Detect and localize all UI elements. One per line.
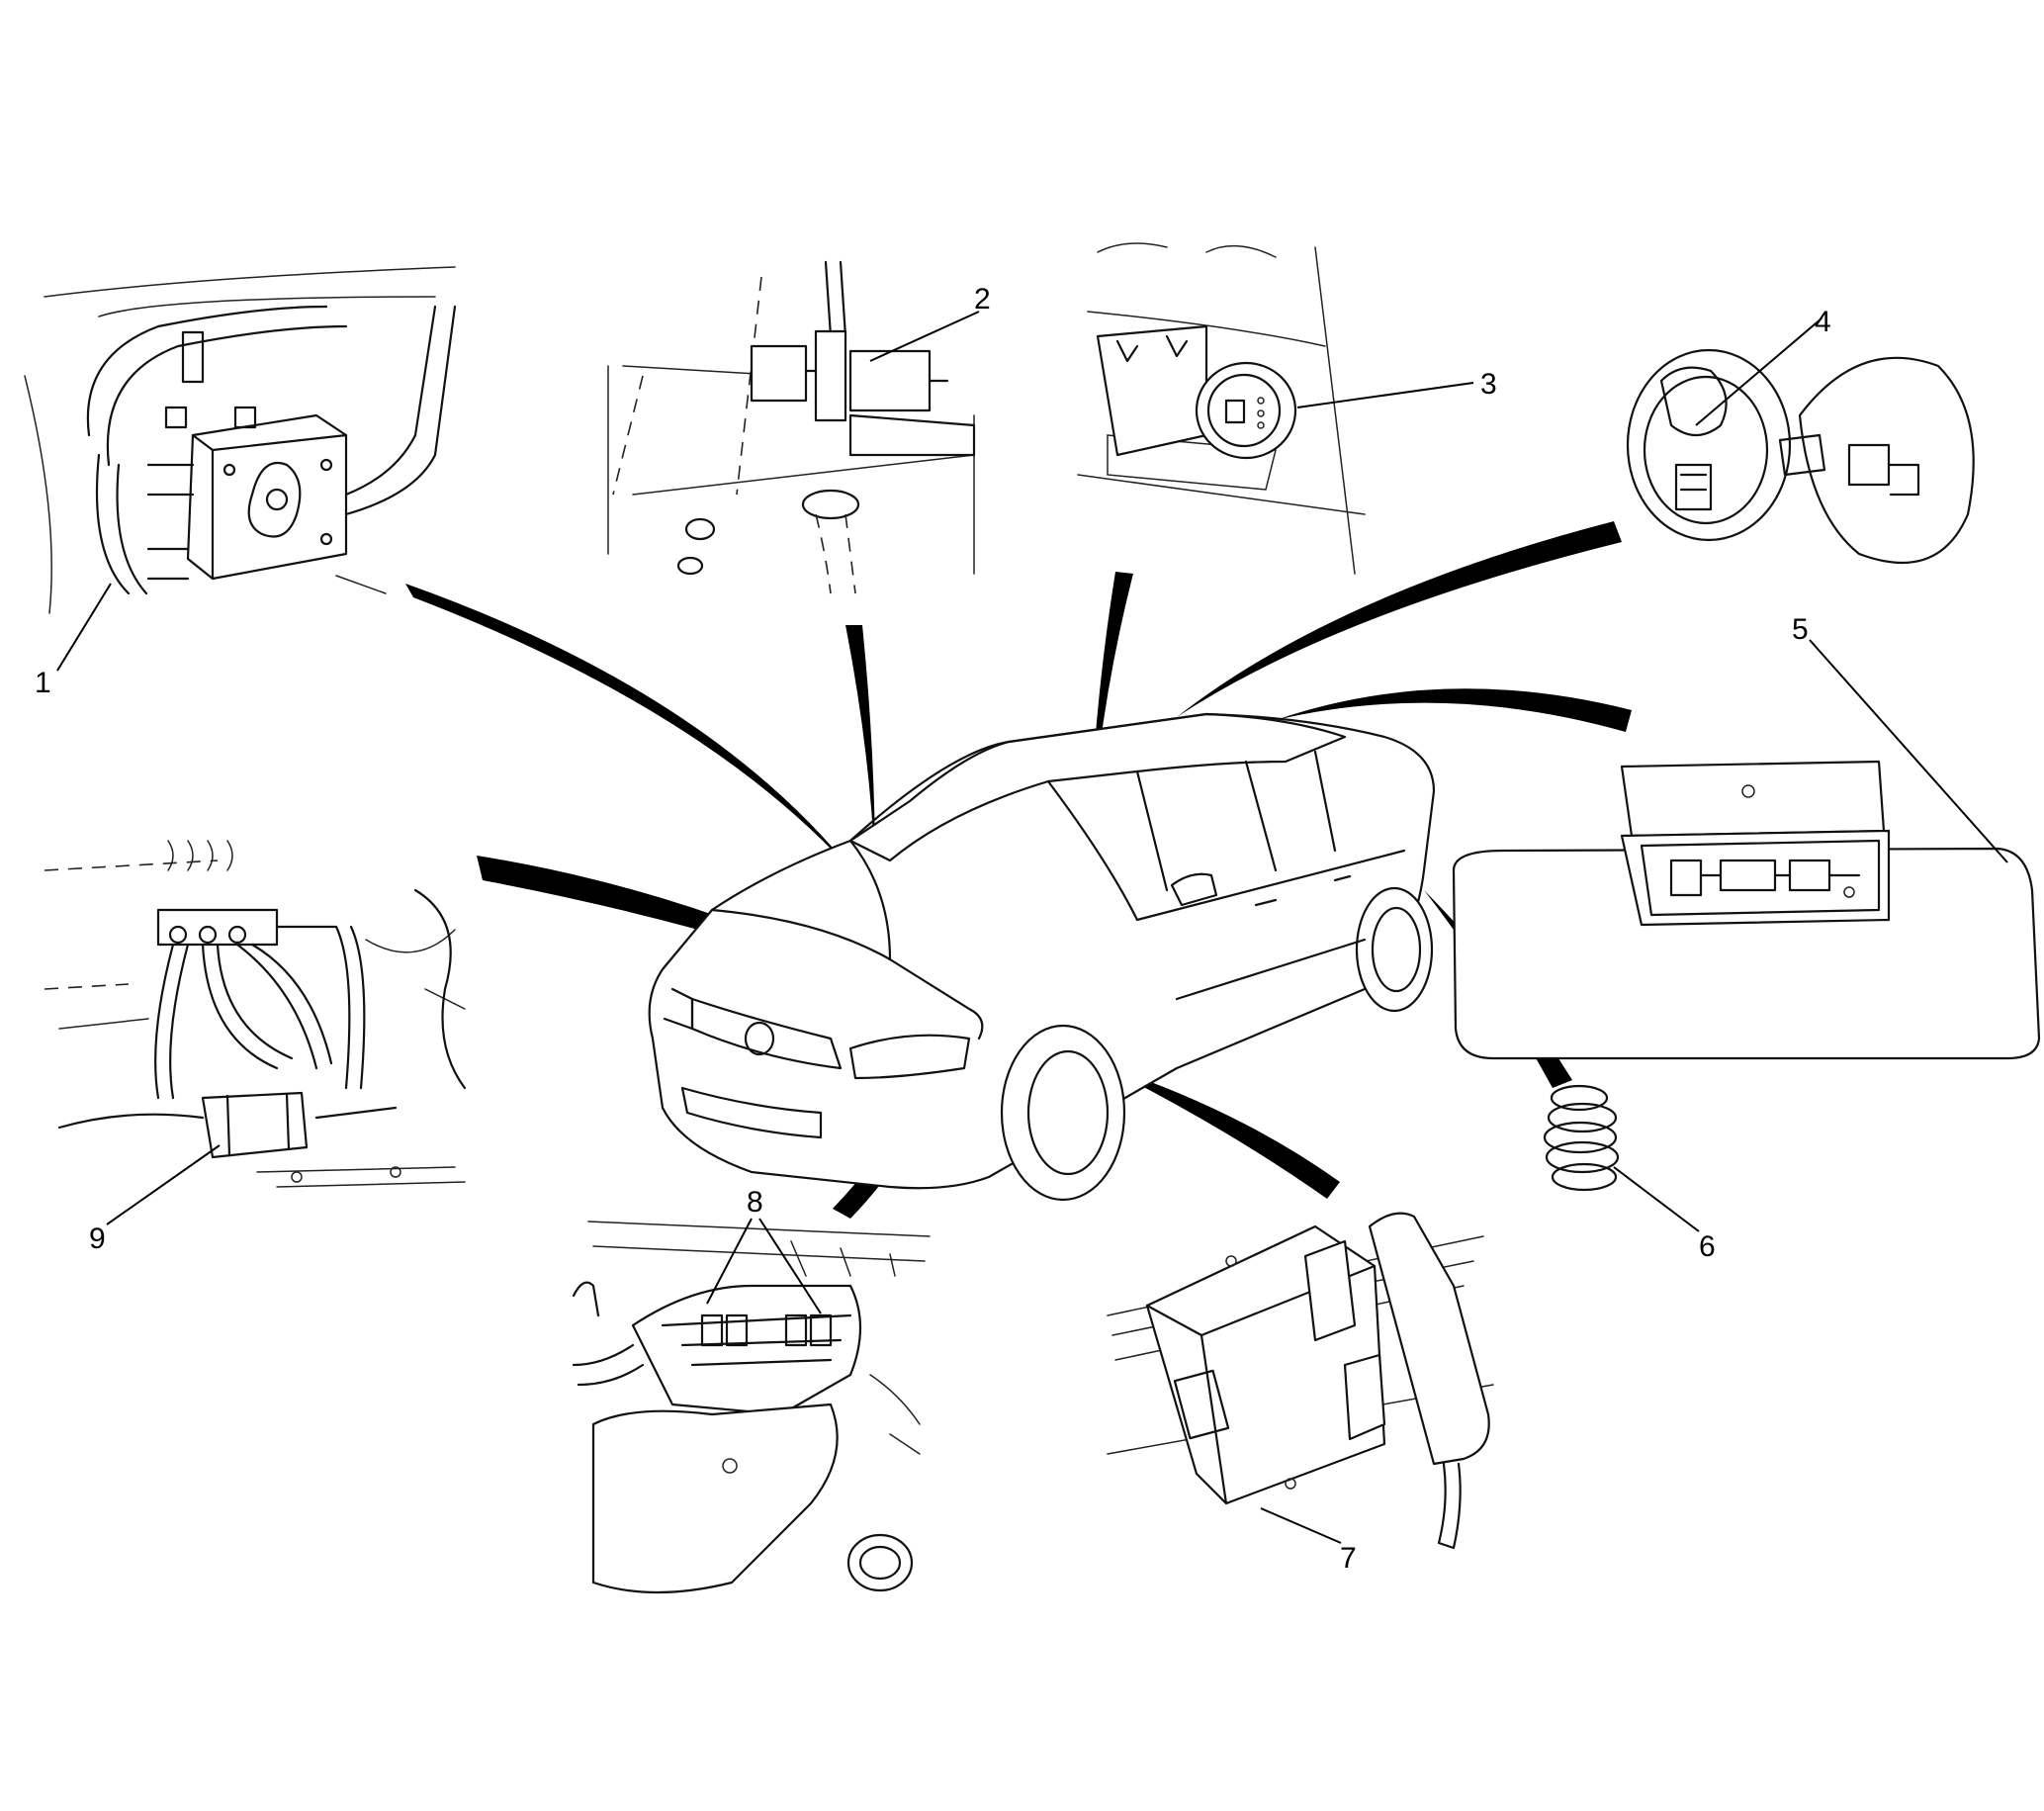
leader-lines: [56, 311, 2008, 1544]
leader-7: [1260, 1507, 1342, 1544]
wedge-to-panel-7: [1098, 1063, 1340, 1199]
callout-9: 9: [89, 1222, 106, 1255]
callout-7: 7: [1340, 1542, 1357, 1575]
callout-3: 3: [1480, 368, 1497, 401]
wedge-to-panel-3: [1088, 572, 1133, 870]
leader-2: [869, 311, 980, 362]
leader-8a: [706, 1218, 753, 1305]
leader-9: [106, 1144, 221, 1225]
leader-8b: [758, 1218, 822, 1314]
panel-3-switch: [1077, 242, 1366, 575]
wedge-to-panel-4: [1177, 521, 1622, 717]
callout-1: 1: [35, 667, 51, 699]
wedge-to-panel-9: [477, 856, 890, 989]
panel-6-spring: [1543, 1084, 1620, 1192]
panel-9-filter: [44, 840, 467, 1188]
leader-4: [1695, 317, 1822, 426]
panel-4-fill-door: [1626, 348, 1975, 565]
wedge-to-panel-1: [405, 584, 858, 878]
panel-7-control-module: [1107, 1212, 1494, 1550]
panel-5-tank: [1452, 760, 2041, 1060]
panel-1-module: [24, 266, 457, 614]
leader-5: [1809, 639, 2008, 863]
callout-6: 6: [1699, 1230, 1716, 1263]
callout-8: 8: [747, 1186, 763, 1219]
wedge-to-panel-5: [1276, 688, 1632, 732]
leader-3: [1296, 382, 1474, 408]
leader-6: [1613, 1166, 1700, 1232]
wedge-to-panel-2: [845, 625, 875, 870]
wedge-to-panel-8: [833, 1009, 969, 1219]
panel-2-valve: [607, 260, 976, 594]
leader-1: [56, 583, 112, 672]
callout-2: 2: [974, 283, 991, 316]
callout-5: 5: [1792, 613, 1809, 646]
panel-8-engine-bay: [572, 1221, 931, 1594]
callout-labels: 1 2 3 4 5 6 7 8 9: [35, 283, 1831, 1575]
callout-4: 4: [1815, 306, 1831, 338]
vehicle-illustration: [648, 712, 1436, 1202]
